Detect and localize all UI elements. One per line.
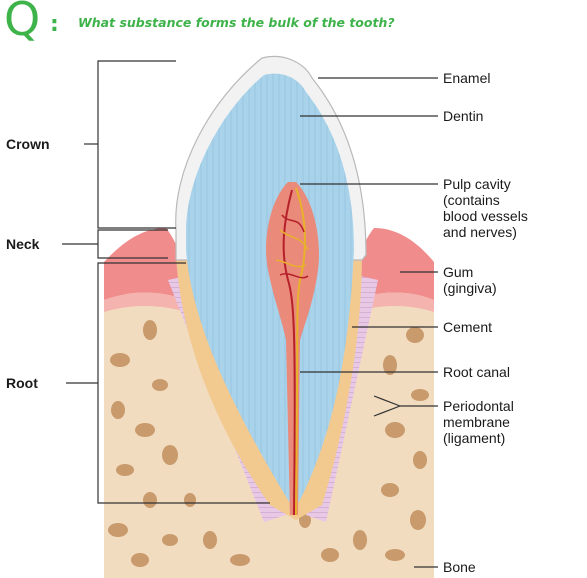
label-pulp-cavity-line4: and nerves) <box>443 224 517 240</box>
label-dentin: Dentin <box>443 108 483 124</box>
label-root-canal: Root canal <box>443 364 510 380</box>
label-gum-line1: Gum <box>443 264 473 280</box>
label-periodontal-line1: Periodontal <box>443 398 514 414</box>
label-periodontal-line2: membrane <box>443 414 510 430</box>
region-label-neck: Neck <box>6 236 39 252</box>
label-enamel: Enamel <box>443 70 490 86</box>
label-pulp-cavity-line1: Pulp cavity <box>443 176 511 192</box>
label-bone: Bone <box>443 559 476 575</box>
label-periodontal-line3: (ligament) <box>443 430 505 446</box>
region-label-crown: Crown <box>6 136 50 152</box>
crown-bracket <box>98 61 176 228</box>
region-label-root: Root <box>6 375 38 391</box>
label-cement: Cement <box>443 319 492 335</box>
label-pulp-cavity-line3: blood vessels <box>443 208 528 224</box>
label-gum-line2: (gingiva) <box>443 280 497 296</box>
label-pulp-cavity-line2: (contains <box>443 192 500 208</box>
